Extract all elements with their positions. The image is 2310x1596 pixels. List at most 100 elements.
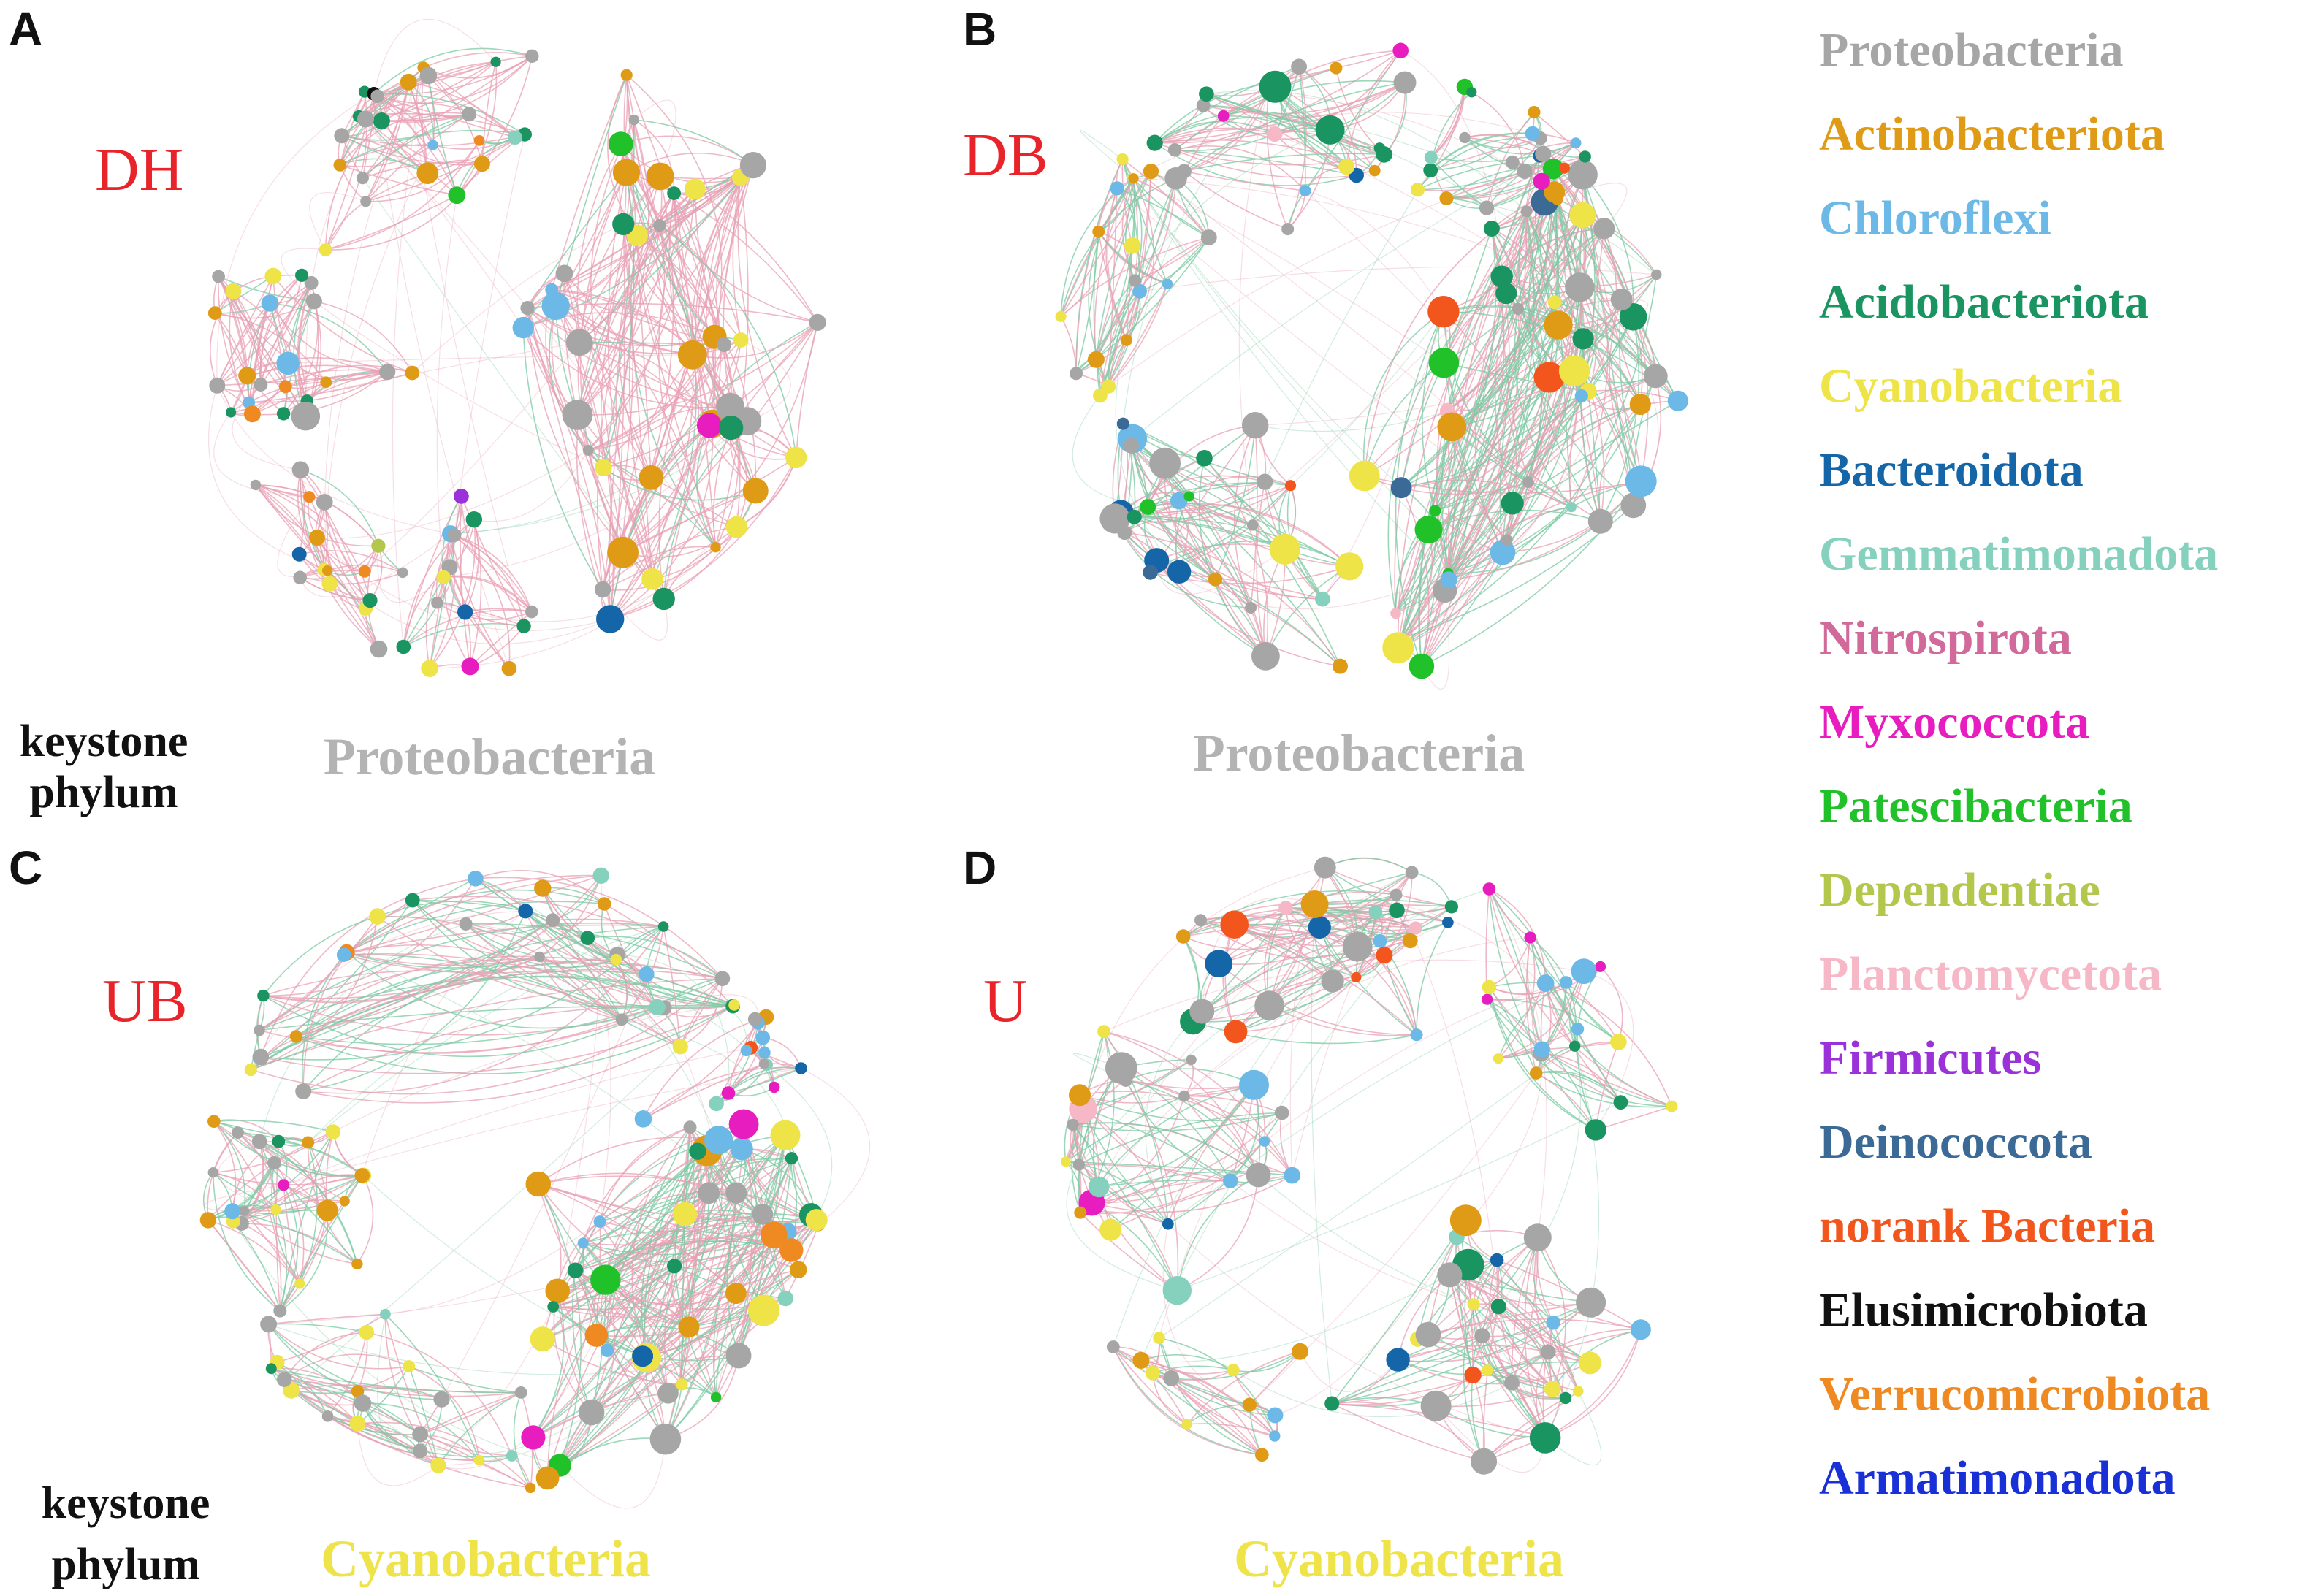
network-edge <box>1133 178 1402 489</box>
network-node <box>257 989 270 1002</box>
network-node <box>1167 560 1192 584</box>
network-edge <box>283 1067 801 1185</box>
network-edge <box>1107 188 1127 340</box>
network-edge <box>340 129 525 166</box>
network-edge <box>1398 1237 1539 1361</box>
network-node <box>1205 950 1233 978</box>
network-edge <box>1430 86 1465 159</box>
network-edge <box>1488 888 1672 1107</box>
network-edge <box>1147 506 1267 657</box>
network-edge <box>1364 228 1605 477</box>
network-edge <box>1417 142 1577 191</box>
network-edge <box>1384 872 1413 956</box>
network-edge <box>547 1192 737 1478</box>
network-node <box>1625 465 1657 497</box>
network-edge <box>605 1213 817 1274</box>
network-node <box>1437 1262 1463 1288</box>
network-node <box>667 186 681 200</box>
network-node <box>1558 162 1571 174</box>
network-edge <box>259 923 466 1142</box>
network-node <box>1405 866 1419 879</box>
network-edge <box>1079 129 1134 179</box>
network-node <box>1242 412 1269 439</box>
network-node <box>1269 1430 1281 1442</box>
network-node <box>1254 1448 1269 1462</box>
network-node <box>1629 393 1651 416</box>
network-edge <box>579 164 754 343</box>
network-edge <box>1491 228 1559 326</box>
network-edge <box>674 192 818 323</box>
network-edge <box>259 275 302 385</box>
network-edge <box>591 1355 739 1413</box>
network-edge <box>293 283 312 416</box>
network-edge <box>260 282 312 385</box>
network-node <box>1402 933 1418 949</box>
network-node <box>1569 1040 1581 1052</box>
network-edge <box>576 193 675 619</box>
network-node <box>1088 1176 1110 1198</box>
network-edge <box>1103 959 1585 1032</box>
network-edge <box>615 193 675 580</box>
network-edge <box>1498 971 1585 1059</box>
network-node <box>506 1450 518 1462</box>
network-node <box>224 1203 241 1220</box>
legend-item-myxococcota: Myxococcota <box>1819 695 2089 749</box>
network-edge <box>1147 506 1323 600</box>
keystone-phylum-a: Proteobacteria <box>324 728 655 786</box>
network-node <box>649 1423 682 1455</box>
network-node <box>468 871 484 887</box>
network-node <box>595 459 612 476</box>
network-node <box>1074 1206 1087 1219</box>
network-node <box>1533 362 1565 393</box>
network-edge <box>1324 867 1449 923</box>
network-edge <box>1266 83 1289 229</box>
network-edge <box>362 910 526 1176</box>
network-edge <box>213 1120 282 1311</box>
network-edge <box>268 1324 442 1400</box>
network-node <box>1576 1287 1606 1318</box>
network-node <box>594 581 611 598</box>
network-node <box>1559 1391 1572 1405</box>
network-edge <box>296 1004 735 1074</box>
network-node <box>1308 915 1331 939</box>
network-node <box>320 376 332 389</box>
network-edge <box>324 502 367 609</box>
network-node <box>748 1294 779 1326</box>
network-node <box>305 293 322 310</box>
network-edge <box>268 1214 812 1325</box>
network-edge <box>1083 1108 1169 1224</box>
network-edge <box>232 1221 560 1466</box>
network-edge <box>1274 50 1401 135</box>
network-edge <box>559 1231 789 1466</box>
network-edge <box>633 99 676 177</box>
network-edge <box>1080 1212 1178 1291</box>
network-edge <box>525 910 733 1007</box>
network-edge <box>473 450 589 522</box>
network-edge <box>642 1016 766 1120</box>
network-edge <box>1095 128 1332 360</box>
network-edge <box>575 1139 720 1272</box>
network-UB <box>199 867 871 1509</box>
network-edge <box>1091 1202 1178 1291</box>
network-edge <box>1178 276 1503 573</box>
network-edge <box>726 1134 786 1356</box>
panel-letter-a: A <box>9 3 42 56</box>
network-edge <box>327 1416 480 1462</box>
network-edge <box>377 1314 421 1453</box>
network-node <box>1140 499 1156 515</box>
network-node <box>1386 1348 1410 1372</box>
network-node <box>260 1316 278 1333</box>
legend-item-actinobacteriota: Actinobacteriota <box>1819 107 2165 161</box>
network-edge <box>1305 190 1601 522</box>
network-node <box>1299 185 1311 197</box>
network-node <box>580 931 595 945</box>
network-edge <box>325 194 457 251</box>
network-edge <box>423 56 533 79</box>
network-edge <box>1232 1370 1512 1418</box>
network-edge <box>576 414 653 580</box>
network-edge <box>1133 178 1449 581</box>
network-node <box>1143 565 1158 580</box>
network-node <box>309 530 325 546</box>
network-edge <box>232 1140 279 1212</box>
network-edge <box>248 275 274 403</box>
